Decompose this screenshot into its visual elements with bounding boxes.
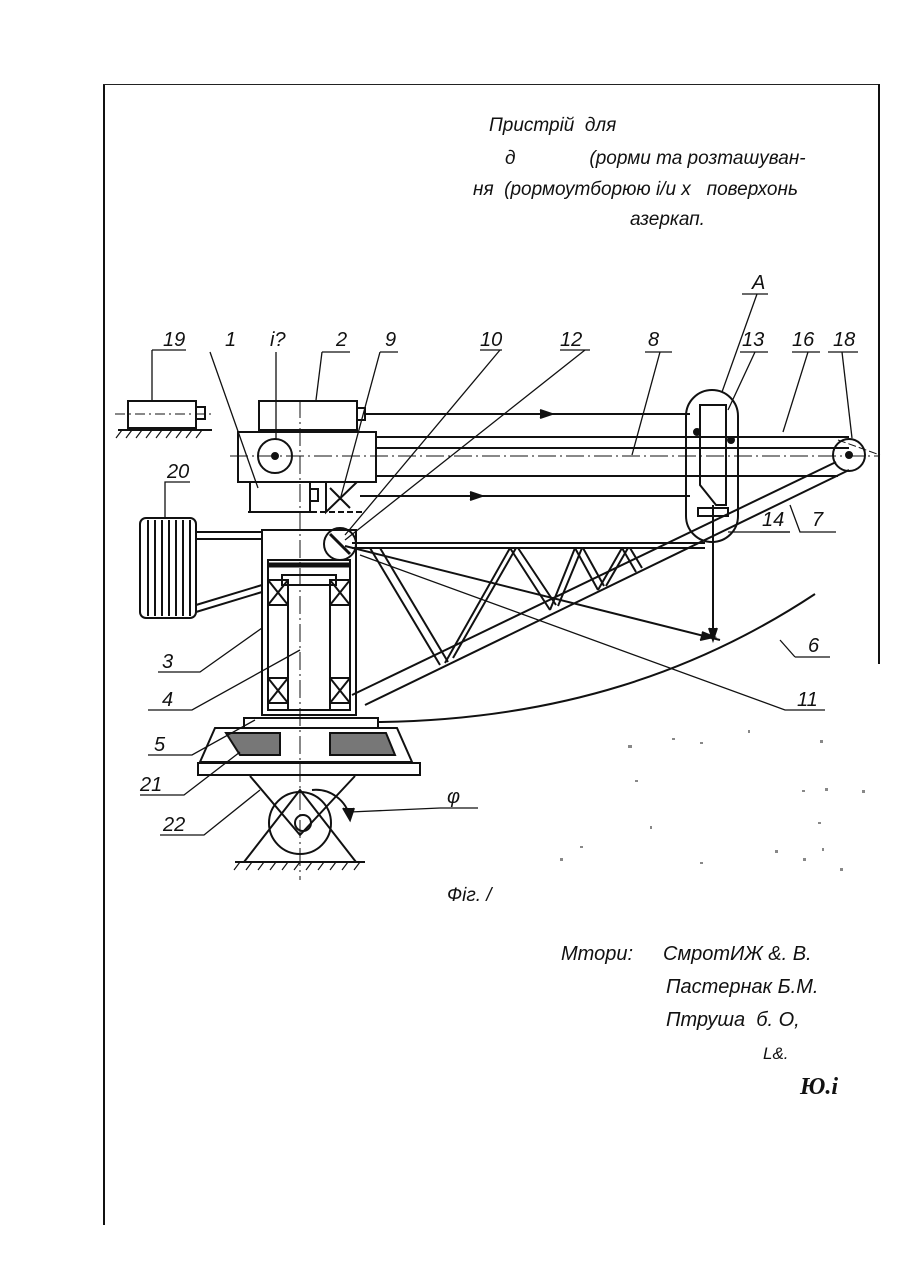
label-11: 11 [797, 689, 818, 711]
prism-9 [326, 482, 357, 512]
label-6: 6 [808, 635, 820, 657]
author-2: Пастернак Б.М. [666, 977, 818, 997]
shaft-4 [288, 585, 330, 710]
part-2-block [259, 401, 357, 430]
label-8: 8 [648, 329, 659, 351]
label-9: 9 [385, 329, 396, 351]
figure-caption: Фіг. / [447, 886, 492, 905]
label-16: 16 [792, 329, 815, 351]
label-22: 22 [162, 814, 185, 836]
label-19: 19 [163, 329, 185, 351]
label-12: 12 [560, 329, 582, 351]
label-7: 7 [812, 509, 824, 531]
part-19-stub [196, 407, 205, 419]
ground-hatch-base [234, 862, 360, 870]
truss-web [370, 548, 642, 665]
part-1-block [250, 482, 310, 512]
label-17: і? [270, 329, 286, 351]
author-mark: Ю.і [800, 1075, 838, 1099]
label-3: 3 [162, 651, 173, 673]
mirror-surface-6 [378, 594, 815, 722]
label-1: 1 [225, 329, 236, 351]
label-21: 21 [139, 774, 162, 796]
label-5: 5 [154, 734, 166, 756]
plate-5 [244, 718, 378, 728]
label-18: 18 [833, 329, 855, 351]
label-phi: φ [447, 786, 460, 808]
label-14: 14 [762, 509, 784, 531]
author-4: L&. [763, 1045, 789, 1062]
label-20: 20 [166, 461, 189, 483]
scan-noise [560, 730, 865, 871]
part-13 [700, 405, 726, 505]
ground-hatch-19 [116, 430, 202, 438]
base-plate [198, 763, 420, 775]
authors-prefix: Мтори: [561, 944, 633, 964]
label-4: 4 [162, 689, 173, 711]
label-2: 2 [335, 329, 347, 351]
label-A: А [751, 272, 765, 294]
label-10: 10 [480, 329, 502, 351]
label-13: 13 [742, 329, 764, 351]
author-1: СмротИЖ &. В. [663, 944, 812, 964]
author-3: Птруша б. О, [666, 1010, 800, 1030]
support-22 [250, 776, 355, 835]
